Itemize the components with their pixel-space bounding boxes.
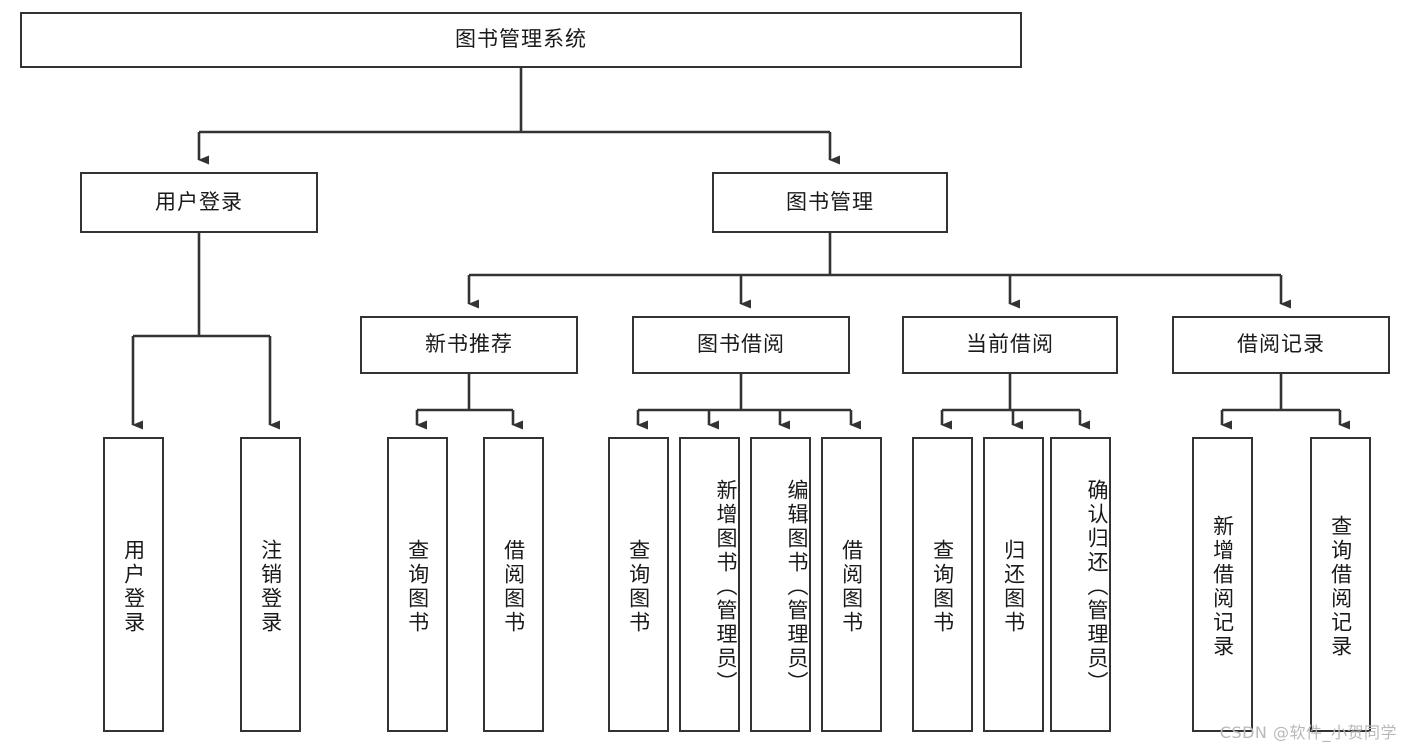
node-leaf-query-book-3[interactable]: 查询图书 [912, 437, 973, 732]
node-leaf-edit-book[interactable]: 编辑图书（管理员） [750, 437, 811, 732]
edge-group-borrow-record [1220, 374, 1350, 430]
node-leaf-confirm-return[interactable]: 确认归还（管理员） [1050, 437, 1111, 732]
node-leaf-return-book[interactable]: 归还图书 [983, 437, 1044, 732]
node-leaf-logout[interactable]: 注销登录 [240, 437, 301, 732]
node-leaf-query-record[interactable]: 查询借阅记录 [1310, 437, 1371, 732]
node-borrow-record[interactable]: 借阅记录 [1172, 316, 1390, 374]
node-leaf-user-login[interactable]: 用户登录 [103, 437, 164, 732]
node-current-borrow[interactable]: 当前借阅 [902, 316, 1118, 374]
node-leaf-query-book-1[interactable]: 查询图书 [387, 437, 448, 732]
node-leaf-borrow-book-1[interactable]: 借阅图书 [483, 437, 544, 732]
edge-group-book-borrow [636, 374, 861, 430]
node-book-borrow[interactable]: 图书借阅 [632, 316, 850, 374]
edge-group-new-book-recommend [415, 374, 523, 430]
node-book-manage[interactable]: 图书管理 [712, 172, 948, 233]
edge-group-user-login [131, 233, 280, 430]
node-leaf-query-book-2[interactable]: 查询图书 [608, 437, 669, 732]
node-root[interactable]: 图书管理系统 [20, 12, 1022, 68]
edge-group-root [197, 68, 840, 165]
edge-group-current-borrow [940, 374, 1090, 430]
node-leaf-borrow-book-2[interactable]: 借阅图书 [821, 437, 882, 732]
csdn-watermark: CSDN @软件_小贺同学 [1219, 723, 1397, 742]
node-leaf-add-record[interactable]: 新增借阅记录 [1192, 437, 1253, 732]
node-new-book-recommend[interactable]: 新书推荐 [360, 316, 578, 374]
node-leaf-add-book[interactable]: 新增图书（管理员） [679, 437, 740, 732]
edge-group-book-manage [467, 233, 1291, 309]
node-user-login[interactable]: 用户登录 [80, 172, 318, 233]
